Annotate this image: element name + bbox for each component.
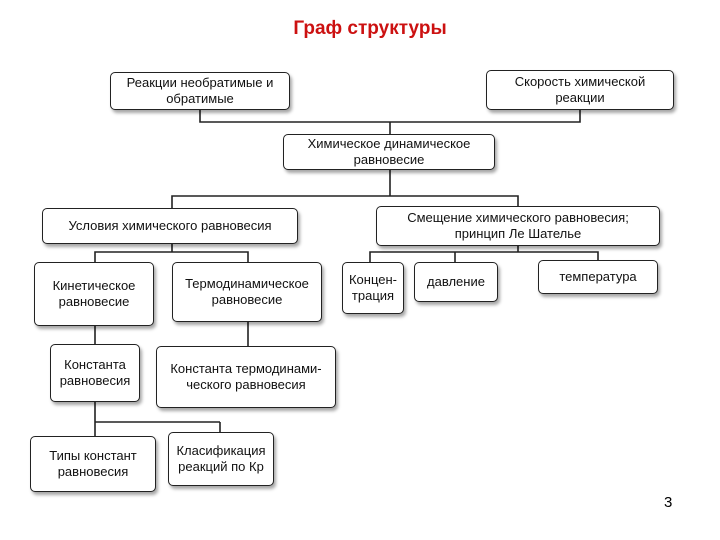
node-temperature: температура xyxy=(538,260,658,294)
node-kinetic-equilibrium: Кинетическое равновесие xyxy=(34,262,154,326)
node-constant-types: Типы констант равновесия xyxy=(30,436,156,492)
node-thermodynamic-equilibrium: Термодинамическое равновесие xyxy=(172,262,322,322)
node-dynamic-equilibrium: Химическое динамическое равновесие xyxy=(283,134,495,170)
node-thermodynamic-constant: Константа термодинами-ческого равновесия xyxy=(156,346,336,408)
node-pressure: давление xyxy=(414,262,498,302)
node-reaction-rate: Скорость химической реакции xyxy=(486,70,674,110)
node-equilibrium-constant: Константа равновесия xyxy=(50,344,140,402)
page-number: 3 xyxy=(664,494,673,511)
node-equilibrium-shift: Смещение химического равновесия; принцип… xyxy=(376,206,660,246)
node-concentration: Концен-трация xyxy=(342,262,404,314)
page-title: Граф структуры xyxy=(293,18,447,39)
node-classification: Класификация реакций по Кр xyxy=(168,432,274,486)
node-irreversible-reactions: Реакции необратимые и обратимые xyxy=(110,72,290,110)
node-equilibrium-conditions: Условия химического равновесия xyxy=(42,208,298,244)
